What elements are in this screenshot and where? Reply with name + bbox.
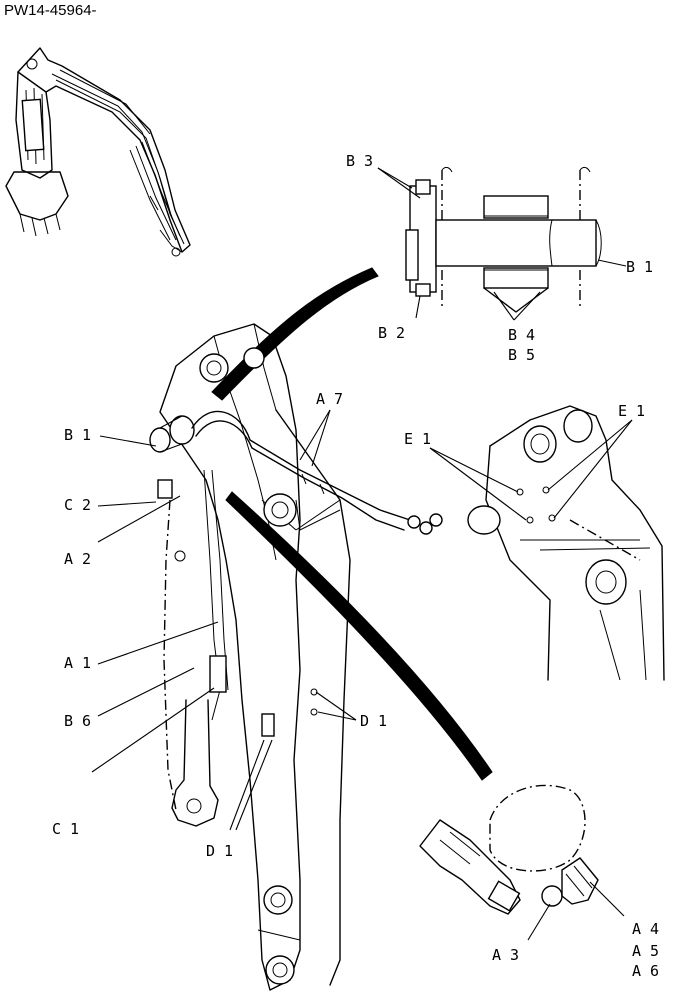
callout-b4: B 4: [508, 326, 535, 344]
callout-e1-right: E 1: [618, 402, 645, 420]
callout-a6: A 6: [632, 962, 659, 980]
arm-main-view: [149, 323, 443, 991]
callout-d1-right: D 1: [360, 712, 387, 730]
callout-c1: C 1: [52, 820, 79, 838]
excavator-overview-thumbnail: [5, 47, 191, 257]
callout-d1-bottom: D 1: [206, 842, 233, 860]
callout-c2: C 2: [64, 496, 91, 514]
detail-pointer-arrow: [211, 267, 379, 401]
document-id: PW14-45964-: [4, 2, 97, 19]
callout-b1-detail: B 1: [626, 258, 653, 276]
callout-e1-left: E 1: [404, 430, 431, 448]
callout-b5: B 5: [508, 346, 535, 364]
clamp-pointer-arrow: [225, 491, 493, 781]
callout-a7: A 7: [316, 390, 343, 408]
pin-detail-view: [405, 166, 602, 313]
callout-a4: A 4: [632, 920, 659, 938]
callout-a5: A 5: [632, 942, 659, 960]
callout-labels: B 3 B 1 B 2 B 4 B 5 A 7 E 1 E 1 B 1 C 2 …: [52, 152, 659, 980]
arm-head-side-view: [467, 405, 665, 681]
leader-lines: [91, 167, 633, 941]
callout-b6: B 6: [64, 712, 91, 730]
clamp-detail-view: [419, 784, 599, 915]
callout-a2: A 2: [64, 550, 91, 568]
callout-b1-main: B 1: [64, 426, 91, 444]
callout-a1: A 1: [64, 654, 91, 672]
hose-fittings: [407, 513, 443, 535]
callout-a3: A 3: [492, 946, 519, 964]
callout-b3: B 3: [346, 152, 373, 170]
callout-b2: B 2: [378, 324, 405, 342]
